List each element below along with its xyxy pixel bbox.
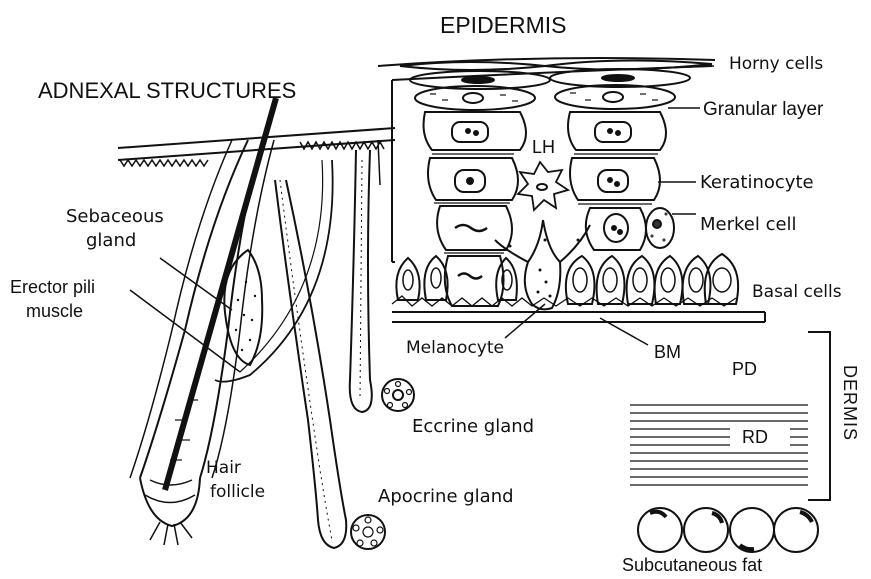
- erector-pili-label-line2: muscle: [26, 302, 83, 320]
- reticular-dermis-lines: [630, 405, 808, 485]
- granular-layer-label: Granular layer: [703, 100, 823, 119]
- pd-label: PD: [732, 360, 757, 378]
- dermis-label: DERMIS: [841, 365, 859, 441]
- keratinocyte-label: Keratinocyte: [700, 174, 814, 192]
- sebaceous-gland-label-line1: Sebaceous: [66, 208, 164, 226]
- basement-membrane: [392, 312, 765, 322]
- horny-cells-layer: [400, 60, 712, 89]
- epidermis-heading: EPIDERMIS: [440, 14, 567, 37]
- horny-cells-label: Horny cells: [729, 56, 823, 73]
- keratinocyte-column-right: [568, 112, 666, 250]
- melanocyte-cell: [495, 220, 590, 309]
- subcutaneous-fat-cells: [638, 508, 818, 552]
- hair-follicle-label-line2: follicle: [210, 484, 265, 501]
- langerhans-cell: [518, 162, 568, 210]
- apocrine-gland-label: Apocrine gland: [378, 488, 514, 506]
- merkel-cell-label: Merkel cell: [700, 216, 797, 234]
- sebaceous-gland-label-line2: gland: [86, 232, 136, 250]
- subcutaneous-fat-label: Subcutaneous fat: [622, 556, 762, 574]
- basal-cells-label: Basal cells: [752, 284, 842, 301]
- eccrine-gland-label: Eccrine gland: [412, 418, 534, 436]
- bm-label: BM: [654, 343, 681, 361]
- dermis-bracket: [808, 332, 830, 500]
- erector-pili-label-line1: Erector pili: [10, 278, 95, 296]
- lh-label: LH: [532, 138, 555, 156]
- adnexal-structures-heading: ADNEXAL STRUCTURES: [38, 80, 296, 102]
- eccrine-gland: [350, 150, 414, 412]
- keratinocyte-column-left: [424, 112, 526, 306]
- merkel-cell: [646, 208, 674, 248]
- rd-label: RD: [738, 428, 772, 446]
- hair-follicle-label-line1: Hair: [206, 460, 241, 477]
- melanocyte-label: Melanocyte: [406, 340, 504, 357]
